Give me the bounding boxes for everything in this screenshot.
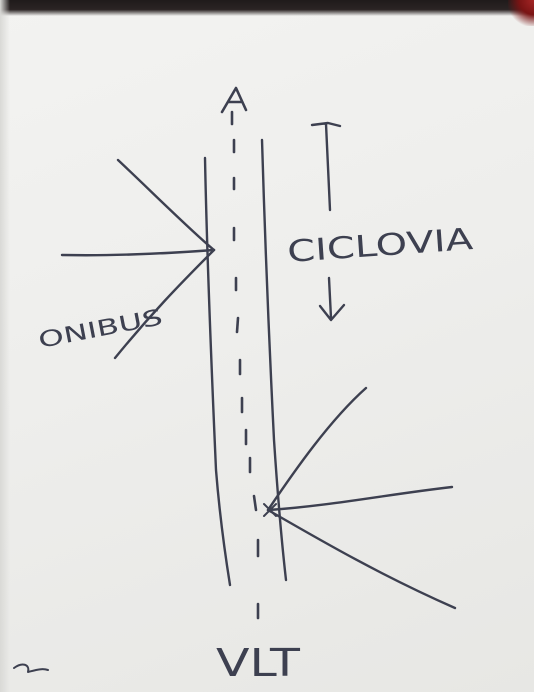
onibus-label: ONIBUS: [36, 305, 164, 354]
stray-pen-mark: [14, 665, 48, 672]
up-arrowhead-icon: [222, 88, 246, 112]
right-stop-rays: [264, 388, 455, 608]
ciclovia-up-arrow-icon: [312, 123, 340, 210]
left-road-line: [205, 158, 230, 585]
ciclovia-label: CICLOVIA: [286, 222, 475, 270]
center-dashed-line: [232, 112, 258, 618]
ciclovia-down-arrow-icon: [320, 278, 344, 320]
vlt-label: VLT: [216, 641, 301, 685]
